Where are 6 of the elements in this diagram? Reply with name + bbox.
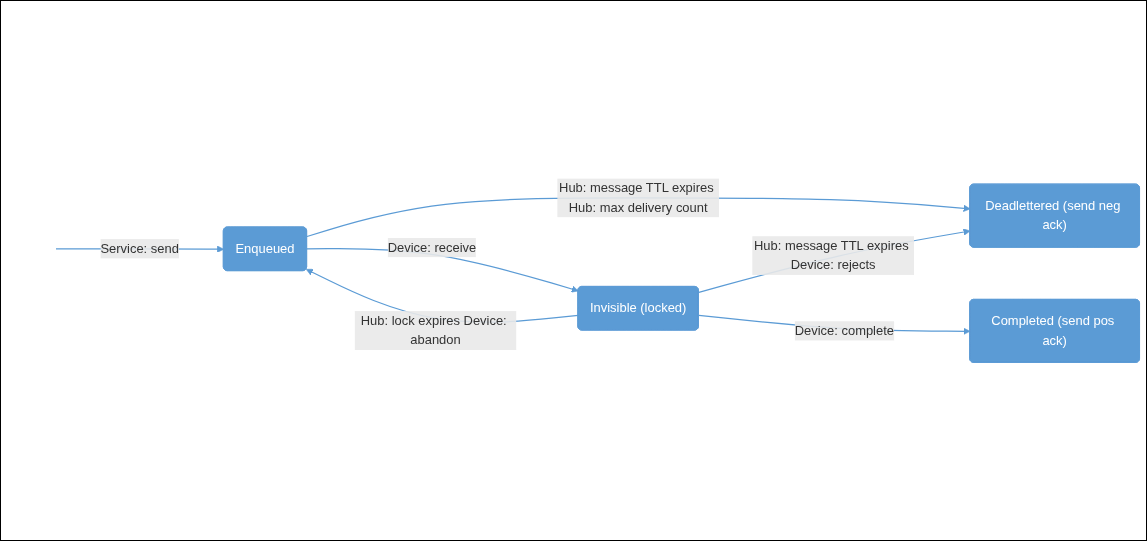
edge-label: Device: complete [794,323,894,338]
edge-label: Service: send [100,241,179,256]
edge-label: Device: receive [387,240,477,255]
edge-label: Hub: message TTL expires Hub: max delivery count [559,180,714,215]
edge-label: Hub: message TTL expires Device: rejects [754,238,909,272]
edge-label: Hub: lock expires Device: abandon [360,313,507,347]
